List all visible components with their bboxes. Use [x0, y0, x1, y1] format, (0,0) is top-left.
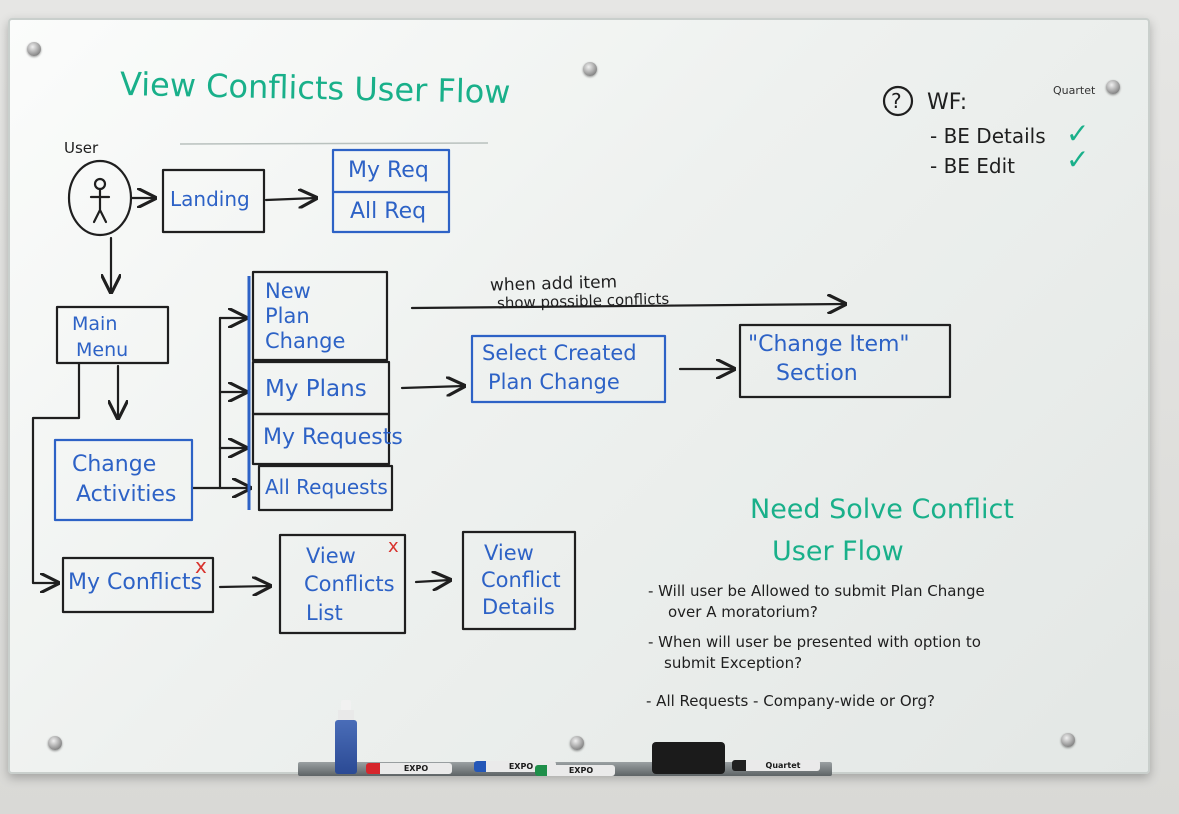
view-conflicts-list-line2: Conflicts [304, 572, 395, 596]
change-item-section-box [738, 323, 952, 399]
board-brand-logo: Quartet [1053, 84, 1096, 97]
select-created-box [470, 334, 667, 404]
main-menu-label-line1: Main [72, 313, 118, 335]
main-menu-label-line2: Menu [76, 339, 129, 361]
new-plan-change-label-line1: New [265, 279, 311, 303]
board-pin-bottom-right [1061, 733, 1075, 747]
select-created-label-line1: Select Created [482, 341, 637, 365]
landing-label: Landing [170, 187, 250, 211]
arrow-annotation [410, 304, 845, 308]
question-circle [882, 85, 914, 117]
change-item-label-line1: "Change Item" [748, 332, 910, 357]
board-pin-top-left [27, 42, 41, 56]
wf-item-be-edit: - BE Edit [930, 154, 1016, 178]
board-pin-bottom-left [48, 736, 62, 750]
change-activities-box [53, 438, 194, 522]
my-plans-label: My Plans [265, 376, 367, 402]
page-title: View Conflicts User Flow [119, 64, 511, 112]
my-conflicts-label: My Conflicts [68, 570, 202, 595]
note-line-2: over A moratorium? [668, 603, 818, 621]
wf-label: WF: [927, 90, 968, 115]
title-underline [179, 142, 489, 145]
my-requests-label: My Requests [263, 425, 403, 450]
marker-blue[interactable]: EXPO [474, 761, 556, 772]
board-pin-top-right [1106, 80, 1120, 94]
view-conflict-details-line1: View [484, 541, 534, 565]
my-conflicts-box [61, 556, 215, 614]
marker-black[interactable]: Quartet [732, 760, 820, 771]
arrow-myplans-select [400, 386, 464, 388]
landing-box [161, 168, 266, 234]
note-line-4: submit Exception? [664, 654, 803, 672]
second-title-line2: User Flow [772, 536, 904, 567]
note-line-5: - All Requests - Company-wide or Org? [646, 692, 936, 710]
stick-figure-head [93, 177, 107, 191]
note-line-1: - Will user be Allowed to submit Plan Ch… [648, 582, 985, 600]
view-conflicts-list-line1: View [306, 544, 356, 568]
view-conflict-details-line2: Conflict [481, 568, 561, 592]
checkmark-icon: ✓ [1066, 117, 1090, 150]
marker-green[interactable]: EXPO [535, 765, 615, 776]
line-mainmenu-myconflicts [31, 362, 81, 583]
arrow-landing-myreq [264, 198, 316, 200]
arrow-myconflicts-viewlist [218, 586, 270, 587]
all-req-label: All Req [350, 199, 427, 224]
all-requests-label: All Requests [265, 475, 388, 499]
checkmark-icon: ✓ [1066, 143, 1090, 176]
change-item-label-line2: Section [776, 361, 858, 386]
view-conflicts-list-box [278, 533, 407, 635]
new-plan-change-label-line3: Change [265, 329, 346, 353]
wf-item-be-details: - BE Details [930, 124, 1046, 148]
x-mark-icon: x [195, 554, 207, 578]
all-requests-box [257, 464, 394, 512]
new-plan-change-box [251, 270, 389, 362]
board-pin-bottom-center [570, 736, 584, 750]
my-requests-box [251, 412, 391, 466]
select-created-label-line2: Plan Change [488, 370, 620, 394]
annotation-line2: show possible conflicts [496, 289, 670, 313]
x-mark-icon: x [388, 536, 399, 557]
change-activities-label-line2: Activities [76, 482, 177, 507]
board-pin-top-center [583, 62, 597, 76]
stick-figure-body [89, 187, 111, 224]
second-title-line1: Need Solve Conflict [750, 494, 1014, 525]
eraser[interactable] [652, 742, 725, 774]
user-label: User [64, 139, 99, 157]
my-req-label: My Req [348, 158, 429, 183]
question-mark: ? [891, 89, 902, 113]
view-conflict-details-line3: Details [482, 595, 555, 619]
change-activities-label-line1: Change [72, 452, 157, 477]
view-conflict-details-box [461, 530, 577, 631]
arrow-viewlist-details [414, 580, 450, 582]
new-plan-change-label-line2: Plan [265, 304, 310, 328]
main-menu-box [55, 305, 170, 365]
marker-red[interactable]: EXPO [366, 763, 452, 774]
note-line-3: - When will user be presented with optio… [648, 633, 981, 651]
view-conflicts-list-line3: List [306, 601, 343, 625]
cleaner-spray-bottle [335, 700, 357, 774]
